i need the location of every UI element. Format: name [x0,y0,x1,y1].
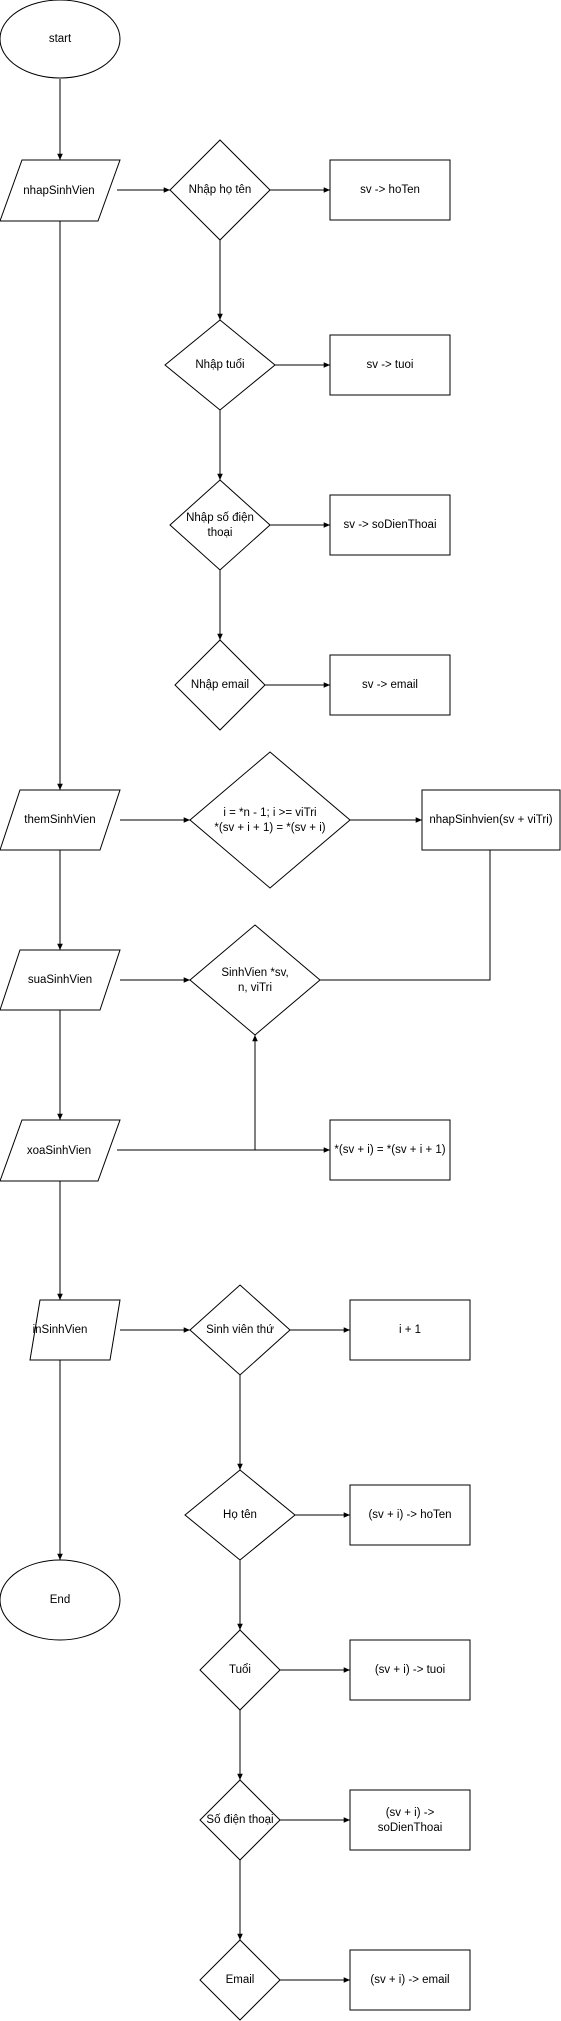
node-in-sinh-vien: inSinhVien [29,1299,121,1361]
node-nhap-sinh-vien: nhapSinhVien [0,159,121,222]
node-tuoi: Tuổi [199,1629,281,1711]
node-nhap-ho-ten: Nhập họ tên [169,139,271,241]
node-sua-sinh-vien-label: suaSinhVien [28,974,92,986]
node-end-label: End [50,1594,70,1606]
node-nhap-ho-ten-label: Nhập họ tên [189,184,252,196]
node-ho-ten: Họ tên [184,1469,296,1561]
node-in-tuoi: (sv + i) -> tuoi [349,1639,471,1701]
node-in-sinh-vien-label: inSinhVien [33,1324,88,1336]
node-email: Email [199,1939,281,2021]
node-in-email-label: (sv + i) -> email [370,1974,449,1986]
node-sv-email-label: sv -> email [362,679,418,691]
node-in-sdt: (sv + i) -> soDienThoai [349,1789,471,1851]
node-in-sdt-label-1: (sv + i) -> [386,1807,435,1819]
node-so-dien-thoai: Số điện thoại [199,1779,281,1861]
node-end: End [0,1559,121,1641]
node-sua-params-label-1: SinhVien *sv, [221,967,288,979]
node-start-label: start [49,33,72,45]
node-sv-hoten-label: sv -> hoTen [360,184,420,196]
node-xoa-shift-label: *(sv + i) = *(sv + i + 1) [334,1144,445,1156]
node-them-sinh-vien: themSinhVien [0,789,121,851]
node-nhap-sdt: Nhập số điện thoại [169,479,271,571]
node-sv-email: sv -> email [329,654,451,716]
node-sv-tuoi-label: sv -> tuoi [367,359,414,371]
node-in-hoten: (sv + i) -> hoTen [349,1484,471,1546]
node-tuoi-label: Tuổi [229,1664,251,1676]
node-sua-params-label-2: n, viTri [238,982,272,994]
node-in-tuoi-label: (sv + i) -> tuoi [375,1664,445,1676]
node-sv-tuoi: sv -> tuoi [329,334,451,396]
node-sinh-vien-thu: Sinh viên thứ [189,1284,291,1376]
node-email-label: Email [226,1974,255,1986]
node-xoa-sinh-vien-label: xoaSinhVien [27,1145,91,1157]
node-nhap-sinhvien-call: nhapSinhvien(sv + viTri) [421,789,561,851]
node-nhap-tuoi-label: Nhập tuổi [195,359,244,371]
node-nhap-tuoi: Nhập tuổi [164,319,276,411]
node-nhap-email-label: Nhập email [191,679,249,691]
node-nhap-sdt-label-2: thoại [208,527,233,539]
node-sinh-vien-thu-label: Sinh viên thứ [206,1324,274,1336]
node-in-email: (sv + i) -> email [349,1949,471,2011]
node-nhap-sdt-label-1: Nhập số điện [186,512,254,524]
node-ho-ten-label: Họ tên [223,1509,257,1521]
node-sv-sdt-label: sv -> soDienThoai [344,519,437,531]
node-them-cond: i = *n - 1; i >= viTri *(sv + i + 1) = *… [189,751,351,889]
node-them-sinh-vien-label: themSinhVien [24,814,95,826]
node-i-plus-1: i + 1 [349,1299,471,1361]
edge-params-call [320,815,493,981]
node-nhap-email: Nhập email [174,639,266,731]
node-in-hoten-label: (sv + i) -> hoTen [368,1509,451,1521]
edges [57,79,493,1983]
node-in-sdt-label-2: soDienThoai [378,1822,443,1834]
node-sv-hoten: sv -> hoTen [329,159,451,221]
node-sv-sdt: sv -> soDienThoai [329,494,451,556]
node-them-cond-label-1: i = *n - 1; i >= viTri [223,807,316,819]
node-i-plus-1-label: i + 1 [399,1324,421,1336]
node-xoa-sinh-vien: xoaSinhVien [0,1119,121,1182]
node-sua-params: SinhVien *sv, n, viTri [189,924,321,1036]
node-them-cond-label-2: *(sv + i + 1) = *(sv + i) [214,822,325,834]
node-xoa-shift: *(sv + i) = *(sv + i + 1) [329,1119,451,1181]
node-start: start [0,0,121,79]
node-sua-sinh-vien: suaSinhVien [0,949,121,1011]
node-nhap-sinh-vien-label: nhapSinhVien [23,185,94,197]
node-nhap-sinhvien-call-label: nhapSinhvien(sv + viTri) [429,814,552,826]
node-so-dien-thoai-label: Số điện thoại [206,1814,273,1826]
